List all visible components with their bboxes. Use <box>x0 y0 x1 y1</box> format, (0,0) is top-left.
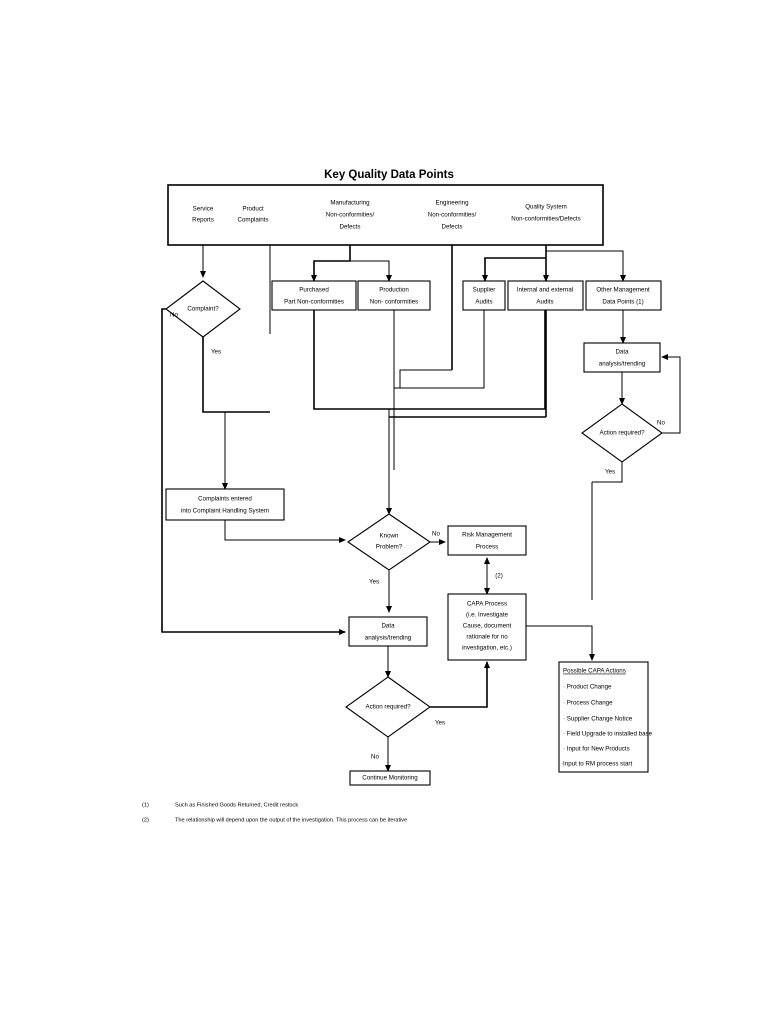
box-complaints-entered: Complaints entered into Complaint Handli… <box>165 488 285 521</box>
svg-text:· Field Upgrade to installed b: · Field Upgrade to installed base <box>563 731 653 738</box>
svg-text:Data: Data <box>381 623 395 630</box>
svg-text:Non-conformities/: Non-conformities/ <box>428 212 477 219</box>
key-quality-data-points-box <box>167 184 604 246</box>
svg-text:Action required?: Action required? <box>365 704 411 711</box>
svg-text:Risk Management: Risk Management <box>462 532 512 539</box>
connector-action-center-yes-to-capa <box>430 661 490 708</box>
svg-text:(2): (2) <box>495 573 503 580</box>
svg-text:· Input for New Products: · Input for New Products <box>563 746 630 753</box>
svg-text:Product: Product <box>242 206 264 213</box>
svg-text:Yes: Yes <box>605 469 615 476</box>
svg-text:No: No <box>432 531 440 538</box>
svg-text:investigation, etc.): investigation, etc.) <box>462 645 512 652</box>
connector-mfg-to-purchased <box>311 245 351 282</box>
box-other-management-data: Other Management Data Points (1) <box>585 280 662 311</box>
svg-text:Other Management: Other Management <box>596 287 650 294</box>
svg-text:Defects: Defects <box>442 224 463 231</box>
source-product-complaints: Product Complaints <box>238 206 269 224</box>
box-data-analysis-center: Data analysis/trending <box>348 616 428 647</box>
source-quality-system-nc: Quality System Non-conformities/Defects <box>511 204 580 223</box>
svg-text:CAPA Process: CAPA Process <box>467 601 507 608</box>
footnote-2: (2) The relationship will depend upon th… <box>142 817 407 823</box>
connector-mfg-to-production <box>350 260 392 282</box>
svg-text:No: No <box>657 420 665 427</box>
box-purchased-part-nc: Purchased Part Non-conformities <box>271 280 357 311</box>
svg-text:Complaints: Complaints <box>238 217 269 224</box>
svg-text:Non-conformities/Defects: Non-conformities/Defects <box>511 216 580 223</box>
svg-text:Audits: Audits <box>536 299 553 306</box>
source-manufacturing-nc: Manufacturing Non-conformities/ Defects <box>326 200 375 231</box>
svg-text:Audits: Audits <box>475 299 492 306</box>
svg-text:Possible CAPA Actions: Possible CAPA Actions <box>563 668 626 675</box>
svg-text:Reports: Reports <box>192 217 214 224</box>
svg-text:(i.e. Investigate: (i.e. Investigate <box>466 612 509 619</box>
svg-text:Non- conformities: Non- conformities <box>370 299 419 306</box>
connector-internal-audits-down <box>389 310 546 410</box>
svg-text:Quality System: Quality System <box>525 204 567 211</box>
source-service-reports: Service Reports <box>192 206 214 224</box>
box-capa-process: CAPA Process (i.e. Investigate Cause, do… <box>447 593 527 661</box>
box-continue-monitoring: Continue Monitoring <box>349 770 431 786</box>
source-engineering-nc: Engineering Non-conformities/ Defects <box>428 200 477 231</box>
svg-text:Service: Service <box>193 206 214 213</box>
svg-text:Known: Known <box>380 533 399 540</box>
box-risk-management-process: Risk Management Process <box>447 525 527 556</box>
svg-text:analysis/trending: analysis/trending <box>365 635 412 642</box>
connector-engineering-join <box>399 369 452 388</box>
connector-supplier-audits-down <box>394 310 485 389</box>
svg-text:No: No <box>170 312 178 319</box>
svg-text:Complaints entered: Complaints entered <box>198 496 252 503</box>
footnote-1: (1) Such as Finished Goods Returned, Cre… <box>142 802 298 808</box>
box-supplier-audits: Supplier Audits <box>462 280 506 311</box>
svg-text:Production: Production <box>379 287 409 294</box>
svg-text:(2): (2) <box>142 817 149 823</box>
box-internal-external-audits: Internal and external Audits <box>507 280 584 311</box>
svg-text:Problem?: Problem? <box>376 544 403 551</box>
svg-text:Non-conformities/: Non-conformities/ <box>326 212 375 219</box>
svg-text:· Supplier Change Notice: · Supplier Change Notice <box>563 716 633 723</box>
box-data-analysis-right: Data analysis/trending <box>583 342 661 373</box>
svg-text:Such as Finished Goods Returne: Such as Finished Goods Returned, Credit … <box>175 802 298 808</box>
svg-text:Cause, document: Cause, document <box>463 623 512 630</box>
svg-text:Supplier: Supplier <box>473 287 496 294</box>
svg-text:(1): (1) <box>142 802 149 808</box>
connector-qs-to-supplier-audits <box>482 257 546 282</box>
connector-purchased-down <box>313 310 389 410</box>
svg-text:Engineering: Engineering <box>435 200 469 207</box>
page-title: Key Quality Data Points <box>324 169 454 181</box>
svg-text:The relationship will depend u: The relationship will depend upon the ou… <box>175 817 407 823</box>
svg-text:Data Points (1): Data Points (1) <box>602 299 643 306</box>
connector-complaint-no <box>161 308 346 635</box>
box-production-nc: Production Non- conformities <box>357 280 431 311</box>
svg-text:·Input to RM process start: ·Input to RM process start <box>561 761 632 768</box>
svg-text:Internal and external: Internal and external <box>517 287 573 294</box>
svg-text:rationale for no: rationale for no <box>466 634 508 641</box>
svg-text:Yes: Yes <box>369 579 379 586</box>
svg-text:Yes: Yes <box>211 349 221 356</box>
box-possible-capa-actions: Possible CAPA Actions · Product Change ·… <box>558 661 653 773</box>
svg-text:Process: Process <box>476 544 498 551</box>
svg-text:Data: Data <box>615 349 629 356</box>
svg-text:Purchased: Purchased <box>299 287 329 294</box>
svg-text:into Complaint Handling System: into Complaint Handling System <box>181 508 269 515</box>
connector-complaint-yes <box>202 337 225 413</box>
connector-complaints-to-known-problem <box>224 520 346 543</box>
connector-action-right-no-loop <box>661 354 681 434</box>
svg-text:Action required?: Action required? <box>599 430 645 437</box>
svg-text:Manufacturing: Manufacturing <box>330 200 370 207</box>
svg-text:Part Non-conformities: Part Non-conformities <box>284 299 344 306</box>
connector-capa-to-actions <box>526 625 595 661</box>
svg-text:Yes: Yes <box>435 720 445 727</box>
svg-text:· Process Change: · Process Change <box>563 700 613 707</box>
connector-qs-to-other-mgmt <box>546 250 626 282</box>
known-problem-decision <box>347 513 431 571</box>
connector-action-right-yes <box>592 462 623 483</box>
svg-text:Continue Monitoring: Continue Monitoring <box>362 775 418 782</box>
svg-text:Defects: Defects <box>340 224 361 231</box>
svg-text:· Product Change: · Product Change <box>563 684 612 691</box>
svg-text:analysis/trending: analysis/trending <box>599 361 646 368</box>
svg-text:Complaint?: Complaint? <box>187 306 219 313</box>
svg-text:No: No <box>371 754 379 761</box>
